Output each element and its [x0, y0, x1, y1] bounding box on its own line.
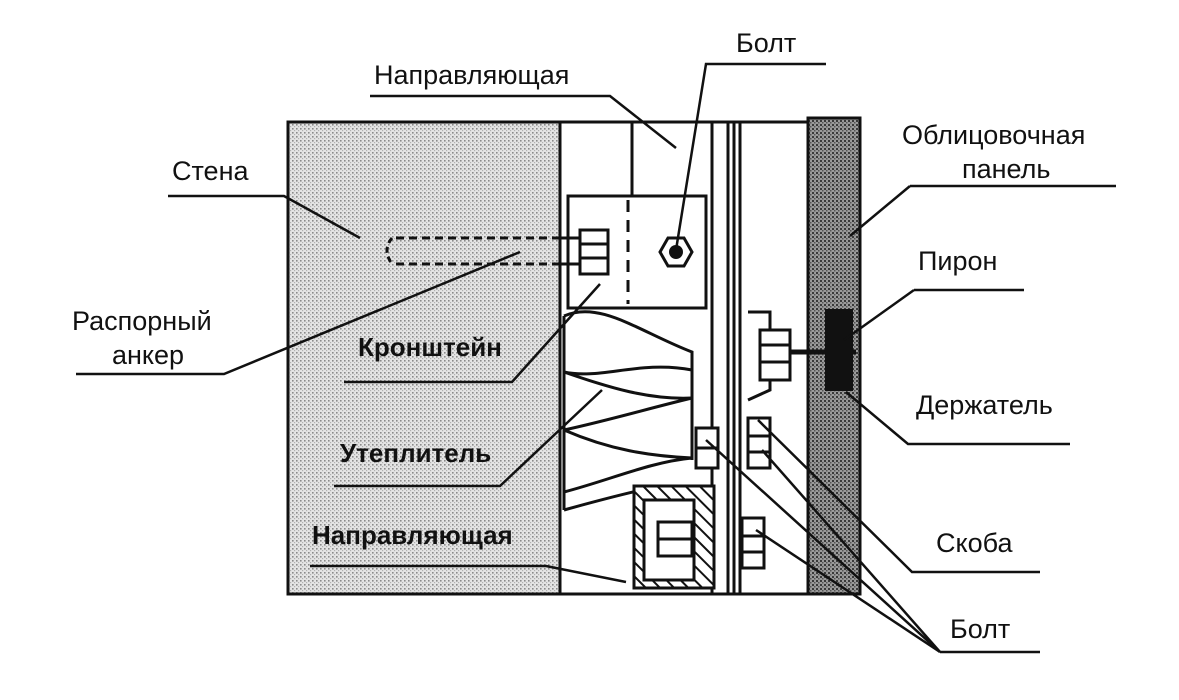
anchor-nut [578, 228, 610, 276]
label-facing-panel-1: Облицовочная [902, 120, 1085, 150]
label-anchor-2: анкер [112, 340, 184, 370]
guide-rail-upper [710, 120, 730, 596]
label-guide-top: Направляющая [374, 60, 569, 90]
label-bolt-bottom: Болт [950, 614, 1010, 644]
label-insulation: Утеплитель [340, 438, 491, 468]
label-wall: Стена [172, 156, 249, 186]
anchor-head [385, 237, 394, 265]
wall [286, 120, 562, 596]
label-piron: Пирон [918, 246, 997, 276]
label-bolt-top: Болт [736, 28, 796, 58]
clamp-bottom [740, 516, 766, 570]
label-clamp: Скоба [936, 528, 1013, 558]
label-facing-panel-2: панель [962, 154, 1051, 184]
label-holder: Держатель [916, 390, 1053, 420]
leader-lines [76, 62, 1116, 654]
clamp-top [746, 416, 772, 470]
label-guide-bottom: Направляющая [312, 520, 513, 550]
label-bracket: Кронштейн [358, 332, 502, 362]
label-anchor-1: Распорный [72, 306, 212, 336]
insulation [562, 310, 694, 512]
